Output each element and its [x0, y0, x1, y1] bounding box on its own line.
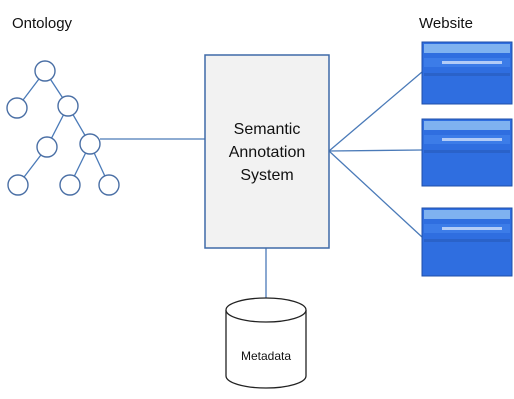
- semantic-annotation-system-box: Semantic Annotation System: [204, 54, 330, 249]
- system-label-line2: Annotation: [229, 144, 306, 161]
- webpage-thumbnail-icon: [421, 41, 513, 105]
- metadata-label: Metadata: [241, 349, 291, 363]
- tree-node: [6, 97, 28, 119]
- tree-node: [98, 174, 120, 196]
- tree-node: [59, 174, 81, 196]
- system-to-website-3-connector: [328, 150, 423, 238]
- database-cylinder-icon: Metadata: [225, 297, 307, 389]
- tree-node-root: [34, 60, 56, 82]
- system-to-website-2-connector: [328, 149, 423, 152]
- ontology-tree-edges: [16, 70, 110, 186]
- ontology-title: Ontology: [12, 15, 73, 32]
- tree-icon: [6, 60, 120, 196]
- tree-node: [57, 95, 79, 117]
- webpage-thumbnail-icon: [421, 207, 513, 277]
- tree-node: [36, 136, 58, 158]
- connectors: [100, 71, 423, 298]
- website-title: Website: [419, 15, 473, 32]
- webpage-thumbnail-icon: [421, 118, 513, 187]
- system-label-line3: System: [240, 167, 293, 184]
- tree-node: [79, 133, 101, 155]
- system-to-website-1-connector: [328, 71, 423, 152]
- system-label-line1: Semantic: [234, 121, 301, 138]
- tree-node: [7, 174, 29, 196]
